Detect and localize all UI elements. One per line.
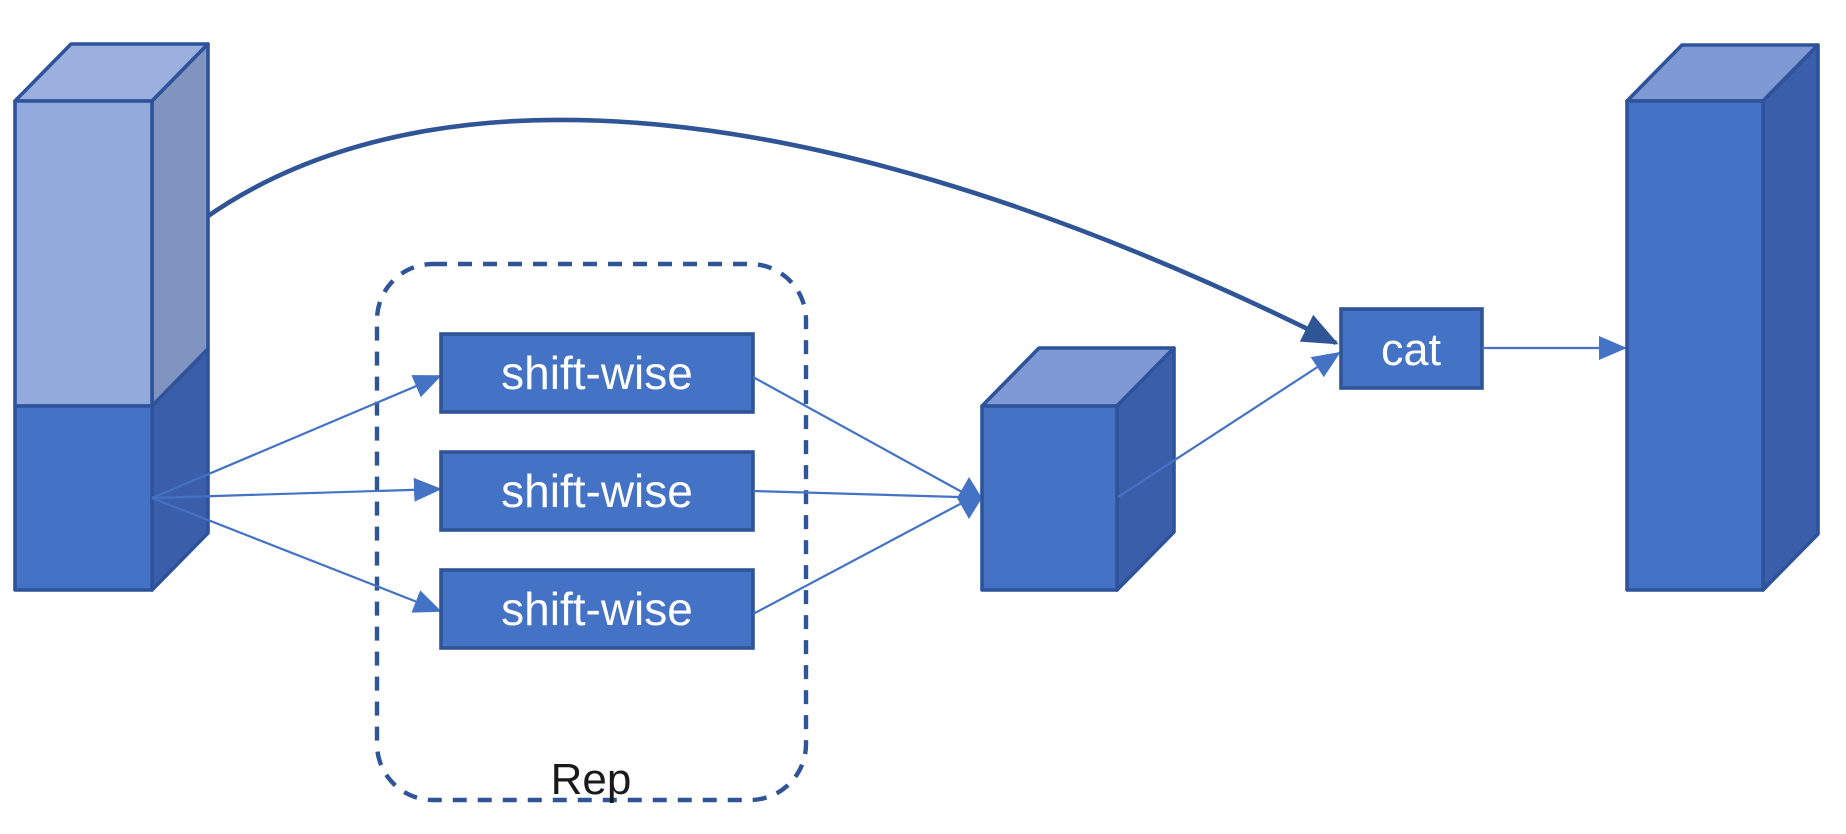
fused-tensor: [980, 346, 1176, 592]
arrow-fused-to-cat: [1117, 351, 1341, 498]
arrow-input-to-shiftwise-1: [151, 374, 442, 500]
line-shiftwise-2-to-fused: [752, 489, 959, 499]
shift-wise-node-1-box: [439, 332, 755, 414]
arrow-input-to-shiftwise-2: [151, 477, 442, 502]
line-shiftwise-1-to-fused: [752, 376, 963, 493]
diamond-arrowhead: [957, 477, 982, 519]
rep-group-border: [374, 261, 809, 803]
line-shiftwise-3-to-fused: [752, 502, 963, 615]
shift-wise-node-3-box: [439, 568, 755, 650]
input-tensor-upper-front-face: [13, 99, 154, 408]
cat-node-label: cat: [1381, 324, 1442, 375]
output-tensor-front-face: [1625, 99, 1765, 592]
rep-group: Rep: [374, 261, 809, 804]
input-tensor-lower-front-face: [13, 404, 154, 592]
arrow-input-to-shiftwise-3: [151, 496, 442, 613]
fused-tensor-front-face: [980, 404, 1119, 592]
shift-wise-node-1-label: shift-wise: [501, 347, 693, 399]
shift-wise-node-2: shift-wise: [439, 450, 755, 532]
skip-connection-curve: [150, 117, 1339, 346]
shift-wise-node-3-label: shift-wise: [501, 583, 693, 635]
shift-wise-node-1: shift-wise: [439, 332, 755, 414]
shift-wise-node-3: shift-wise: [439, 568, 755, 650]
input-tensor: [13, 42, 210, 592]
shift-wise-node-2-label: shift-wise: [501, 465, 693, 517]
cat-node: cat: [1339, 307, 1484, 390]
rep-group-label: Rep: [551, 755, 632, 804]
output-tensor: [1625, 43, 1820, 592]
cat-node-box: [1339, 307, 1484, 390]
output-tensor-side-face: [1761, 43, 1820, 592]
input-tensor-upper-side-face: [150, 42, 210, 408]
